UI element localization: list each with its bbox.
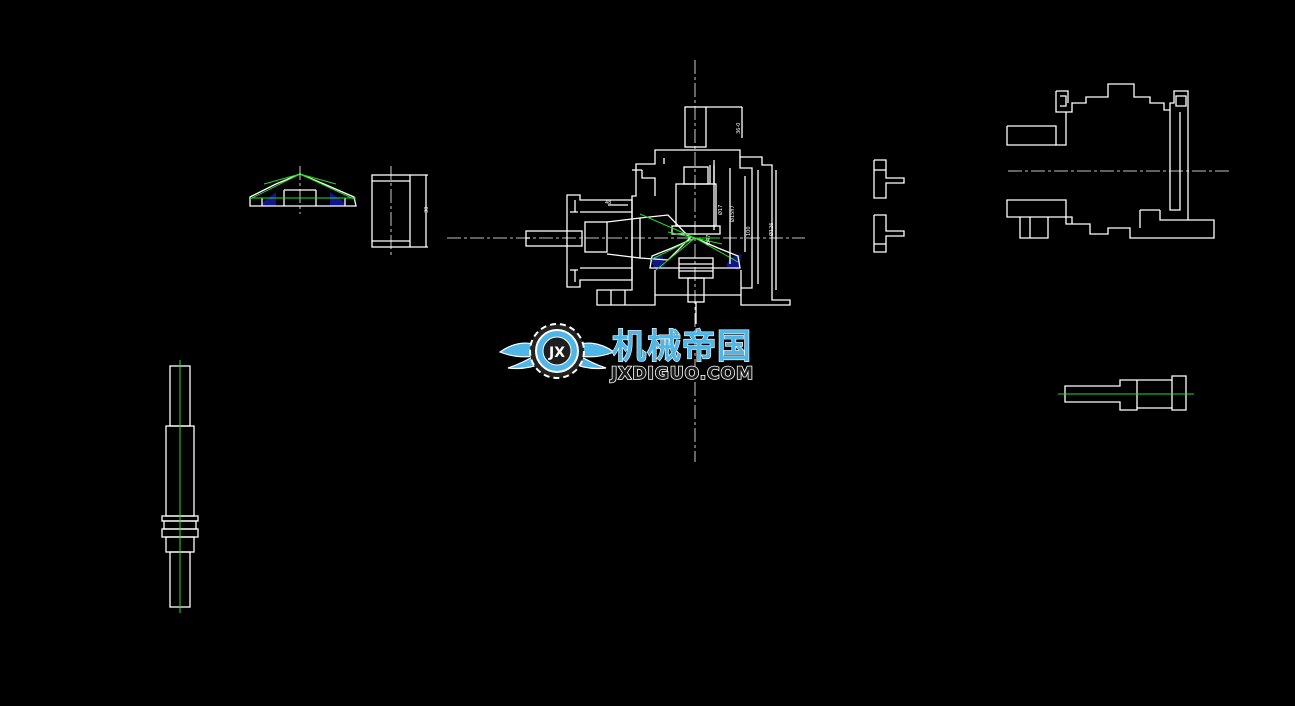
dim-label-48: 48 xyxy=(605,200,611,206)
housing-section-part xyxy=(1006,83,1232,239)
bevel-gear-part xyxy=(249,166,357,214)
dim-label-100: 100 xyxy=(746,226,752,236)
small-profile-parts xyxy=(873,159,905,253)
gear-badge-icon: JX xyxy=(529,323,585,379)
dim-label-17: Ø17 xyxy=(717,205,724,215)
watermark-chinese-title: 机械帝国 xyxy=(612,327,752,367)
sleeve-part: 30 xyxy=(371,166,430,256)
watermark-logo: JX 机械帝国 JXDIGUO.COM xyxy=(498,323,754,385)
long-shaft-part xyxy=(161,360,199,613)
gearbox-assembly: 36-0 48 Ø15h7 Ø17 Ø47 100 Ø126 xyxy=(447,60,805,462)
dim-label-126: Ø126 xyxy=(768,223,775,236)
dim-label-30: 30 xyxy=(424,207,430,213)
badge-text: JX xyxy=(548,345,565,361)
watermark-site-url: JXDIGUO.COM xyxy=(610,364,754,384)
dim-label-47: Ø47 xyxy=(705,235,712,245)
dim-label-36: 36-0 xyxy=(736,123,742,134)
small-shaft-part xyxy=(1058,375,1194,411)
dim-label-15h7: Ø15h7 xyxy=(729,205,736,222)
